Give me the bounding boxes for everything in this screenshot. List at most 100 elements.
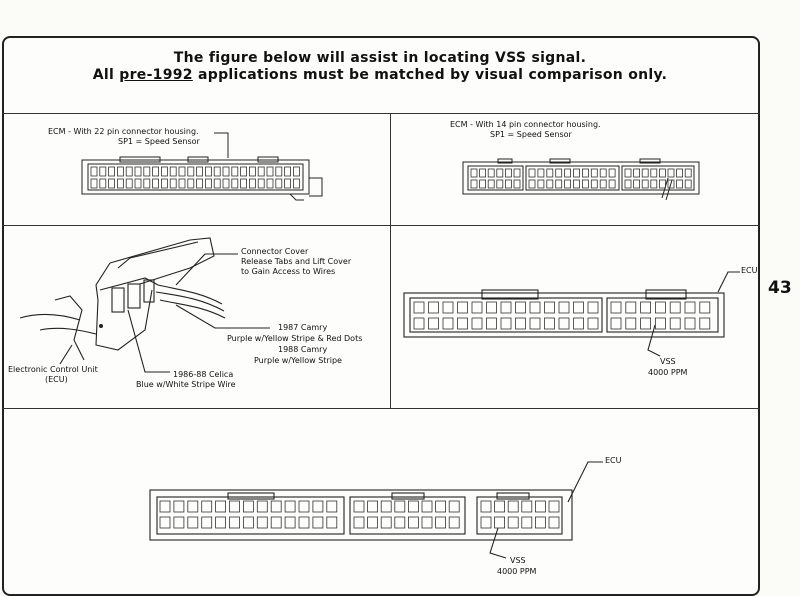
- connector-pin: [684, 179, 692, 189]
- connector-pin: [546, 179, 554, 189]
- connector-pin: [528, 168, 536, 178]
- connector-pin: [625, 301, 637, 314]
- connector-pin: [655, 301, 666, 314]
- connector-pin: [610, 301, 622, 314]
- connector-pin: [641, 179, 649, 189]
- connector-pin: [564, 168, 571, 178]
- connector-pin: [457, 317, 468, 330]
- connector-pin: [650, 168, 658, 178]
- connector-pin: [160, 166, 168, 177]
- connector-pin: [500, 317, 512, 330]
- connector-pin: [367, 500, 379, 513]
- connector-pin: [513, 179, 521, 189]
- connector-pin: [659, 179, 666, 189]
- connector-pin: [231, 178, 239, 189]
- connector-pin: [413, 317, 425, 330]
- connector-pin: [99, 166, 107, 177]
- connector-pin: [187, 166, 195, 177]
- connector-pin: [667, 168, 675, 178]
- connector-pin: [479, 179, 487, 189]
- connector-pin: [353, 500, 365, 513]
- connector-pin: [298, 516, 310, 529]
- connector-pin: [143, 178, 151, 189]
- ecu-three-vss: VSS: [510, 556, 526, 565]
- connector-pin: [435, 516, 447, 529]
- connector-pin: [292, 178, 300, 189]
- connector-pin: [428, 317, 439, 330]
- connector-pin: [152, 166, 160, 177]
- connector-pin: [169, 166, 177, 177]
- connector-pin: [435, 500, 447, 513]
- connector-pin: [326, 516, 338, 529]
- connector-pin: [421, 516, 433, 529]
- panel-14pin-line-2: SP1 = Speed Sensor: [490, 130, 572, 139]
- connector-pin: [470, 179, 478, 189]
- connector-pin: [471, 317, 483, 330]
- connector-pin: [470, 168, 478, 178]
- connector-pin: [326, 500, 338, 513]
- connector-pin: [99, 178, 107, 189]
- connector-pin: [676, 179, 683, 189]
- connector-pin: [229, 516, 240, 529]
- connector-pin: [187, 516, 199, 529]
- connector-pin: [242, 516, 254, 529]
- connector-pin: [535, 516, 546, 529]
- connector-pin: [394, 516, 406, 529]
- connector-pin: [537, 168, 545, 178]
- connector-pin: [256, 516, 268, 529]
- connector-pin: [640, 301, 651, 314]
- connector-pin: [548, 516, 560, 529]
- connector-pin: [242, 500, 254, 513]
- connector-cover-line-1: Connector Cover: [241, 247, 309, 256]
- connector-pin: [599, 168, 607, 178]
- connector-pin: [159, 500, 171, 513]
- connector-pin: [270, 516, 282, 529]
- connector-pin: [496, 179, 504, 189]
- divider-row-2: [2, 408, 760, 409]
- connector-pin: [292, 166, 300, 177]
- connector-pin: [573, 317, 584, 330]
- connector-pin: [213, 178, 221, 189]
- connector-pin: [275, 166, 283, 177]
- divider-under-header: [2, 113, 760, 114]
- page-number: 43: [768, 278, 792, 298]
- connector-pin: [229, 500, 240, 513]
- connector-pin: [513, 168, 521, 178]
- connector-pin: [507, 516, 519, 529]
- connector-pin: [284, 500, 296, 513]
- camry-1988-wire: Purple w/Yellow Stripe: [254, 356, 342, 365]
- connector-pin: [521, 500, 533, 513]
- connector-pin: [555, 179, 563, 189]
- connector-pin: [535, 500, 546, 513]
- connector-pin: [270, 500, 282, 513]
- connector-pin: [667, 179, 675, 189]
- header-line-2: All pre-1992 applications must be matche…: [92, 67, 668, 83]
- connector-pin: [367, 516, 379, 529]
- connector-pin: [117, 166, 124, 177]
- connector-pin: [590, 179, 598, 189]
- connector-pin: [587, 301, 599, 314]
- connector-pin: [669, 317, 681, 330]
- connector-pin: [633, 168, 640, 178]
- connector-pin: [480, 500, 492, 513]
- connector-pin: [608, 179, 616, 189]
- connector-pin: [529, 301, 541, 314]
- connector-pin: [312, 500, 324, 513]
- connector-pin: [699, 317, 711, 330]
- ecu-three-label: ECU: [605, 456, 622, 465]
- connector-pin: [582, 179, 589, 189]
- connector-pin: [215, 500, 227, 513]
- connector-pin: [529, 317, 541, 330]
- connector-pin: [152, 178, 160, 189]
- connector-pin: [655, 317, 666, 330]
- connector-pin: [90, 178, 98, 189]
- connector-pin: [546, 168, 554, 178]
- divider-column: [390, 113, 391, 408]
- connector-pin: [90, 166, 98, 177]
- connector-pin: [196, 166, 204, 177]
- connector-pin: [544, 301, 555, 314]
- connector-pin: [169, 178, 177, 189]
- connector-pin: [284, 516, 296, 529]
